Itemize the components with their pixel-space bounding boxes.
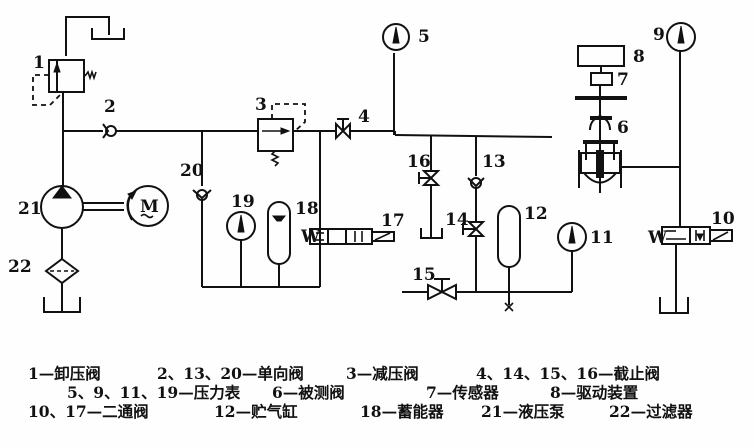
- spring-w-10: W: [647, 228, 668, 248]
- sensor-7: 7: [590, 70, 629, 90]
- legend-item: 8—驱动装置: [550, 383, 639, 402]
- label-10: 10: [711, 209, 735, 229]
- relief-valve-1: 1: [32, 53, 97, 106]
- label-2: 2: [104, 97, 116, 117]
- label-13: 13: [482, 152, 506, 172]
- label-14: 14: [445, 210, 469, 230]
- label-18: 18: [295, 199, 319, 219]
- tank-top: [65, 16, 125, 56]
- stop-valve-16: 16: [407, 135, 443, 239]
- label-21: 21: [18, 199, 42, 219]
- label-6: 6: [617, 118, 629, 138]
- label-19: 19: [231, 192, 255, 212]
- legend-item: 5、9、11、19—压力表: [67, 383, 241, 402]
- hydraulic-pump-21: 21: [18, 185, 124, 229]
- drive-unit-8: 8: [577, 45, 645, 73]
- legend-row-2: 5、9、11、19—压力表 6—被测阀 7—传感器 8—驱动装置: [0, 383, 754, 402]
- legend-item: 22—过滤器: [609, 402, 693, 421]
- pressure-gauge-11: 11: [557, 222, 614, 292]
- pressure-gauge-19: 19: [226, 192, 256, 287]
- stop-valve-15: 15: [402, 265, 572, 301]
- pressure-gauge-5: 5: [382, 23, 430, 135]
- label-12: 12: [524, 204, 548, 224]
- pressure-gauge-9: 9: [653, 22, 696, 227]
- legend: 1—卸压阀 2、13、20—单向阀 3—减压阀 4、14、15、16—截止阀 5…: [0, 364, 754, 421]
- label-11: 11: [590, 228, 614, 248]
- air-cylinder-12: 12: [497, 204, 548, 312]
- two-way-valve-17: W 17: [300, 211, 405, 247]
- legend-item: 1—卸压阀: [28, 364, 101, 383]
- reducing-valve-3: 3: [255, 95, 306, 167]
- legend-row-3: 10、17—二通阀 12—贮气缸 18—蓄能器 21—液压泵 22—过滤器: [0, 402, 754, 421]
- pipe-test-line: [394, 134, 553, 138]
- legend-item: 2、13、20—单向阀: [157, 364, 304, 383]
- legend-item: 6—被测阀: [272, 383, 345, 402]
- label-15: 15: [412, 265, 436, 285]
- electric-motor: M: [126, 185, 169, 227]
- label-20: 20: [180, 161, 204, 181]
- label-9: 9: [653, 25, 665, 45]
- check-valve-13: 13: [467, 136, 506, 222]
- label-17: 17: [381, 211, 405, 231]
- legend-item: 12—贮气缸: [214, 402, 298, 421]
- motor-m-symbol: M: [140, 197, 159, 217]
- two-way-valve-10: W 10: [647, 209, 735, 314]
- label-22: 22: [8, 257, 32, 277]
- filter-22: 22: [8, 228, 81, 313]
- accumulator-circuit: 20: [180, 131, 321, 288]
- stop-valve-14: 14: [445, 210, 486, 292]
- legend-item: 10、17—二通阀: [28, 402, 149, 421]
- label-3: 3: [255, 95, 267, 115]
- label-5: 5: [418, 27, 430, 47]
- legend-row-1: 1—卸压阀 2、13、20—单向阀 3—减压阀 4、14、15、16—截止阀: [0, 364, 754, 383]
- check-valve-2: 2: [63, 97, 117, 139]
- label-4: 4: [358, 107, 370, 127]
- schematic: 1 2 3 4 5: [8, 16, 735, 314]
- legend-item: 3—减压阀: [346, 364, 419, 383]
- legend-item: 4、14、15、16—截止阀: [476, 364, 660, 383]
- label-7: 7: [617, 70, 629, 90]
- label-1: 1: [33, 53, 45, 73]
- tested-valve-6: 6: [575, 85, 629, 193]
- accumulator-18: 18: [267, 199, 319, 287]
- spring-w-17: W: [300, 227, 321, 247]
- legend-item: 18—蓄能器: [360, 402, 444, 421]
- legend-item: 21—液压泵: [481, 402, 565, 421]
- label-16: 16: [407, 152, 431, 172]
- legend-item: 7—传感器: [426, 383, 499, 402]
- stop-valve-4: 4: [335, 107, 370, 141]
- label-8: 8: [633, 47, 645, 67]
